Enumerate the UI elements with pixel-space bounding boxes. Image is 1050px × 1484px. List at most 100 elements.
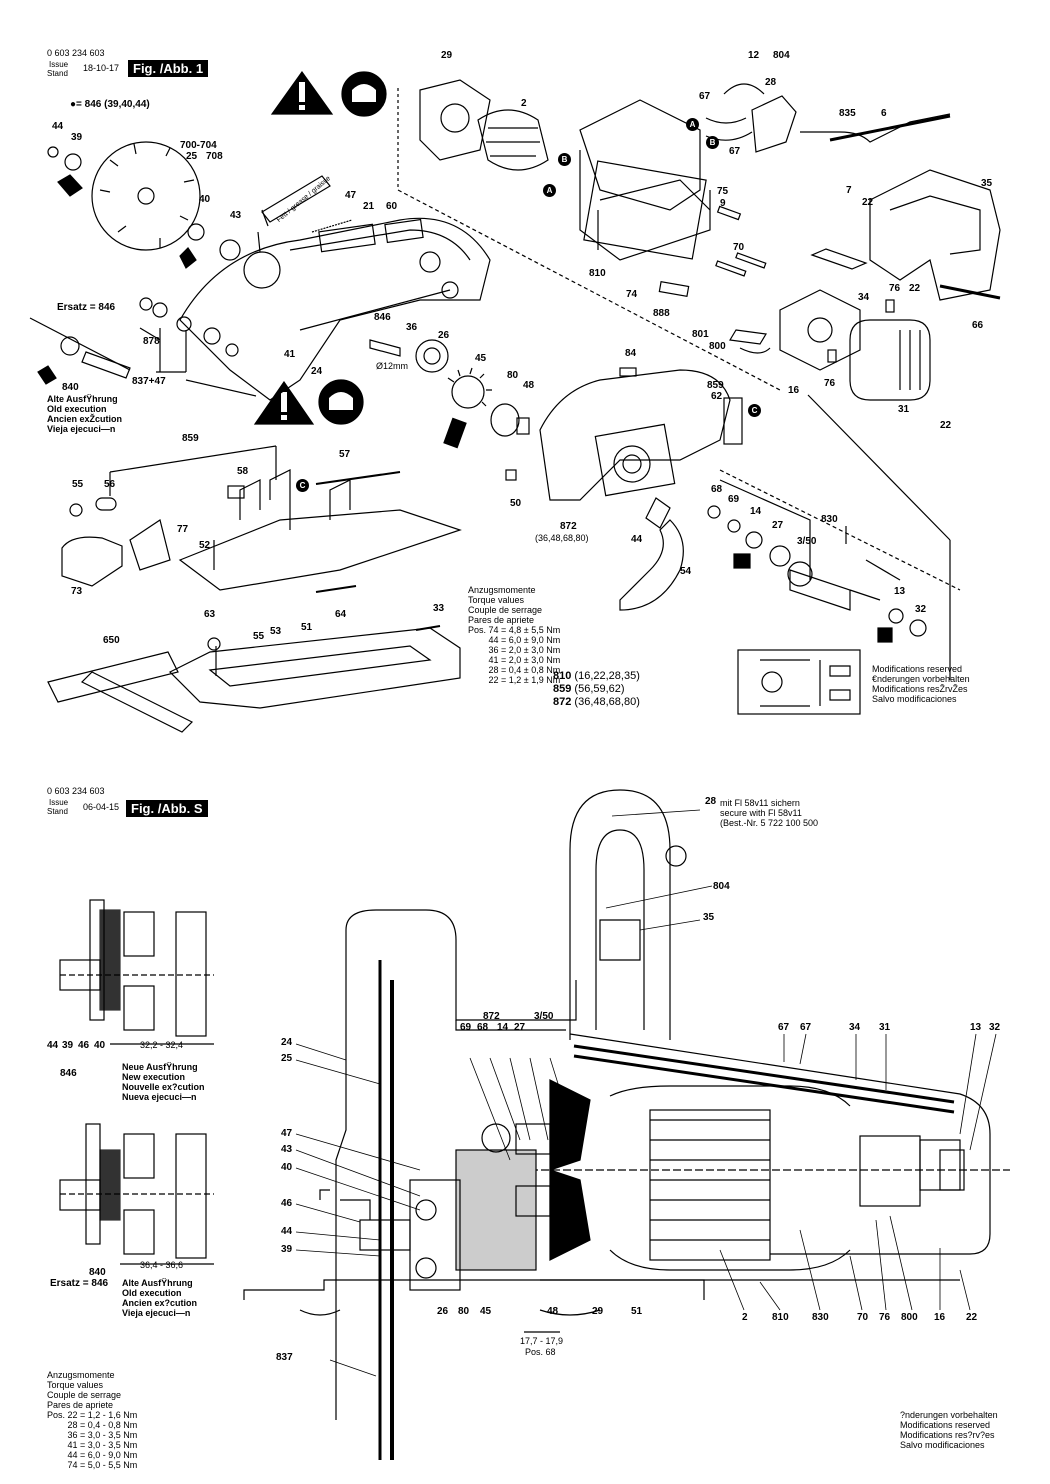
label-40: 40 <box>199 194 211 205</box>
label-44b: 44 <box>631 534 643 545</box>
figS-torque-values: Pos. 22 = 1,2 - 1,6 Nm 28 = 0,4 - 0,8 Nm… <box>47 1410 138 1470</box>
figS-dim-1: 32,2 - 32,4 <box>140 1040 184 1050</box>
label-837-47: 837+47 <box>132 376 166 387</box>
figS-label-28: 28 <box>705 796 717 807</box>
note-846: ●= 846 (39,40,44) <box>70 99 150 110</box>
figS-label-68: 68 <box>477 1022 489 1033</box>
label-48: 48 <box>523 380 535 391</box>
label-52: 52 <box>199 540 211 551</box>
label-708: 708 <box>206 151 223 162</box>
label-28: 28 <box>765 77 777 88</box>
warning-triangle-top <box>270 70 334 115</box>
label-22a: 22 <box>862 197 874 208</box>
label-835: 835 <box>839 108 856 119</box>
figS-label-48: 48 <box>547 1306 559 1317</box>
label-888: 888 <box>653 308 670 319</box>
label-77: 77 <box>177 524 189 535</box>
figS-ersatz: Ersatz = 846 <box>50 1278 109 1289</box>
label-26: 26 <box>438 330 450 341</box>
label-872: 872 <box>560 521 577 532</box>
label-25: 25 <box>186 151 198 162</box>
figS-label-26: 26 <box>437 1306 449 1317</box>
figS-label-3-50: 3/50 <box>534 1011 554 1022</box>
diameter-12mm: Ø12mm <box>376 361 409 371</box>
label-67b: 67 <box>729 146 741 157</box>
figS-dim-3: 17,7 - 17,9 <box>520 1336 564 1346</box>
label-53: 53 <box>270 626 282 637</box>
figS-date: 06-04-15 <box>83 802 120 812</box>
label-74: 74 <box>626 289 638 300</box>
figS-label-840: 840 <box>89 1267 106 1278</box>
label-60: 60 <box>386 201 398 212</box>
figS-label-804: 804 <box>713 881 730 892</box>
fig1-date: 18-10-17 <box>83 63 120 73</box>
figS-label-837: 837 <box>276 1352 293 1363</box>
label-22c: 22 <box>940 420 952 431</box>
figS-label-16: 16 <box>934 1312 946 1323</box>
figS-label-45: 45 <box>480 1306 492 1317</box>
label-7: 7 <box>846 185 852 196</box>
label-846: 846 <box>374 312 391 323</box>
figS-label-846: 846 <box>60 1068 77 1079</box>
label-66: 66 <box>972 320 984 331</box>
label-58: 58 <box>237 466 249 477</box>
figS-label-39b: 39 <box>281 1244 293 1255</box>
label-31: 31 <box>898 404 910 415</box>
figS-label-69: 69 <box>460 1022 472 1033</box>
figS-label-31: 31 <box>879 1022 891 1033</box>
figS-label-76: 76 <box>879 1312 891 1323</box>
figS-label-872: 872 <box>483 1011 500 1022</box>
figS-label-80: 80 <box>458 1306 470 1317</box>
figS-label-32: 32 <box>989 1022 1001 1033</box>
label-44: 44 <box>52 121 64 132</box>
figS-modifications: ?nderungen vorbehalten Modifications res… <box>900 1410 998 1450</box>
figS-label-40: 40 <box>94 1040 106 1051</box>
figS-label-24: 24 <box>281 1037 293 1048</box>
callout-a-2: A <box>543 184 556 197</box>
figS-label-47: 47 <box>281 1128 293 1139</box>
callout-b-2: B <box>558 153 571 166</box>
figS-label-40b: 40 <box>281 1162 293 1173</box>
figS-label-44b: 44 <box>281 1226 293 1237</box>
label-84: 84 <box>625 348 637 359</box>
detail-view-new <box>59 899 214 1037</box>
figS-dim-2: 36,4 - 36,6 <box>140 1260 184 1270</box>
label-64: 64 <box>335 609 347 620</box>
label-36: 36 <box>406 322 418 333</box>
figS-label-67b: 67 <box>800 1022 812 1033</box>
label-43: 43 <box>230 210 242 221</box>
figS-label-44: 44 <box>47 1040 59 1051</box>
figS-label-51: 51 <box>631 1306 643 1317</box>
label-22b: 22 <box>909 283 921 294</box>
label-68: 68 <box>711 484 723 495</box>
label-650: 650 <box>103 635 120 646</box>
figS-note-28: mit Fl 58v11 sichern secure with Fl 58v1… <box>720 798 819 828</box>
label-21: 21 <box>363 201 375 212</box>
figS-torque-title: Anzugsmomente Torque values Couple de se… <box>47 1370 122 1410</box>
figS-title: Fig. /Abb. S <box>126 800 208 817</box>
figS-label-810: 810 <box>772 1312 789 1323</box>
figS-issue-label: Issue <box>49 798 69 807</box>
figS-label-830: 830 <box>812 1312 829 1323</box>
label-55a: 55 <box>72 479 84 490</box>
fig1-issue-label: Issue <box>49 60 69 69</box>
label-39: 39 <box>71 132 83 143</box>
figS-new-execution: Neue AusfŸhrung New execution Nouvelle e… <box>122 1062 205 1102</box>
figS-label-22: 22 <box>966 1312 978 1323</box>
callout-b-1: B <box>706 136 719 149</box>
figS-label-35: 35 <box>703 912 715 923</box>
label-45: 45 <box>475 353 487 364</box>
label-13: 13 <box>894 586 906 597</box>
warning-triangle-bottom <box>253 380 315 425</box>
label-55b: 55 <box>253 631 265 642</box>
figS-label-67a: 67 <box>778 1022 790 1033</box>
fig1-sets: 810 (16,22,28,35) 859 (56,59,62) 872 (36… <box>553 670 640 708</box>
figS-label-14: 14 <box>497 1022 509 1033</box>
label-800: 800 <box>709 341 726 352</box>
label-801: 801 <box>692 329 709 340</box>
label-16: 16 <box>788 385 800 396</box>
fig1-part-number: 0 603 234 603 <box>47 48 105 58</box>
label-47: 47 <box>345 190 357 201</box>
figS-label-13: 13 <box>970 1022 982 1033</box>
